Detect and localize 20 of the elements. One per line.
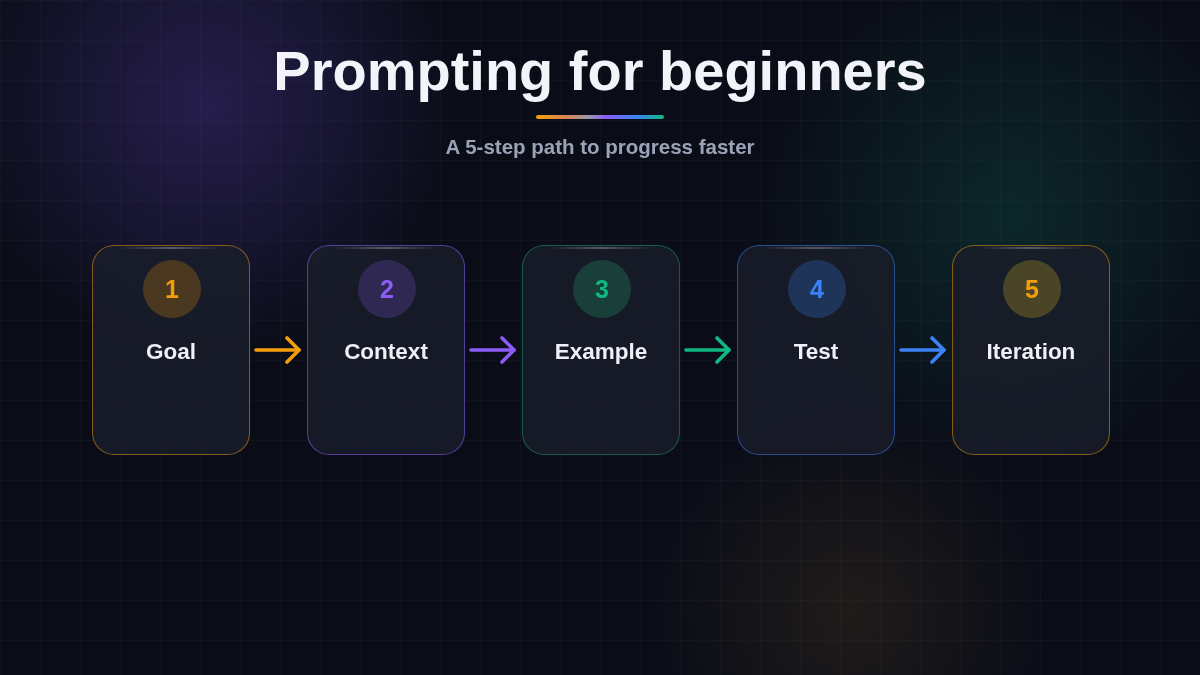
step-card — [307, 245, 465, 455]
step-card — [952, 245, 1110, 455]
arrow — [684, 336, 731, 364]
step-label: Goal — [146, 339, 196, 365]
step-label: Example — [554, 339, 648, 365]
subtitle: A 5-step path to progress faster — [445, 136, 755, 159]
step-number: 3 — [595, 276, 609, 302]
arrow — [899, 336, 946, 364]
step-number: 4 — [810, 276, 824, 302]
step-number: 2 — [380, 276, 394, 302]
step-label: Iteration — [986, 339, 1076, 365]
step-label: Context — [344, 339, 428, 365]
step-number: 5 — [1025, 276, 1039, 302]
step-card — [92, 245, 250, 455]
step-card — [737, 245, 895, 455]
step-card — [522, 245, 680, 455]
step-number: 1 — [165, 276, 179, 302]
arrow — [469, 336, 516, 364]
step-label: Test — [793, 339, 839, 365]
arrow — [254, 336, 301, 364]
